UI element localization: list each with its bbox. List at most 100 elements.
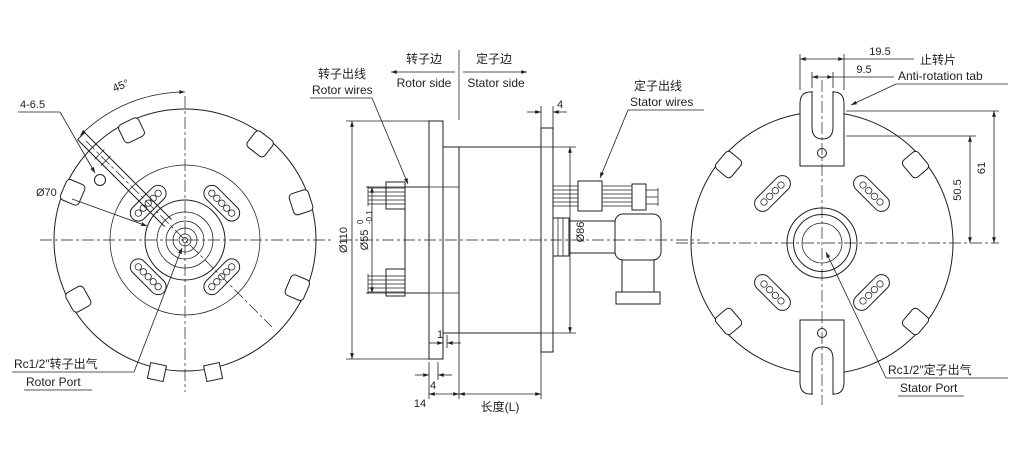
tab-slot-bottom (811, 346, 834, 395)
rotor-wires-leader (371, 97, 409, 185)
dim-61-label: 61 (976, 162, 988, 174)
elbow-fitting (552, 213, 662, 305)
wire-connector (385, 181, 406, 210)
rim-notch (901, 150, 930, 179)
fitting-ribs (557, 218, 564, 256)
air-pipe-line (77, 139, 165, 227)
rotor-wires-label-en: Rotor wires (312, 83, 373, 97)
rim-notch (284, 274, 311, 301)
stator-wires-label-cn: 定子出线 (634, 78, 682, 93)
dim-19-5-label: 19.5 (869, 46, 890, 58)
dim-50-5-label: 50.5 (952, 179, 964, 200)
tab-label-en: Anti-rotation tab (898, 69, 983, 83)
dim-dia110: Ø110 (338, 120, 429, 360)
fitting-pipe-vertical (621, 259, 655, 293)
dim-1: 1 (429, 329, 461, 348)
dia70-leader (71, 198, 148, 227)
dim-1-label: 1 (437, 329, 443, 341)
stator-port-leader (825, 251, 887, 379)
air-pipe-line (84, 132, 172, 220)
dim-9-5: 9.5 (811, 64, 894, 88)
wire-line (602, 185, 632, 207)
tab-leader (850, 83, 897, 106)
rim-notch (714, 307, 743, 336)
pin-slot (853, 274, 890, 311)
pin-slot (129, 258, 167, 296)
dim-length: 长度(L) (459, 333, 542, 414)
rim-notch (714, 150, 743, 179)
stator-side-label-en: Stator side (467, 76, 525, 90)
air-pipe-end-cap (77, 132, 85, 140)
pipe-collar-tick (94, 149, 105, 160)
angle-label-group: 45° (111, 78, 131, 95)
stator-port-label-cn: Rc1/2″定子出气 (888, 362, 972, 377)
fitting-nut (552, 217, 570, 257)
rim-notch (901, 307, 930, 336)
dia55-tol-lower: -0.1 (365, 210, 374, 224)
dia110-label: Ø110 (338, 227, 350, 253)
fitting-collar (615, 291, 661, 305)
wire-line (553, 185, 578, 207)
wire-connector (385, 268, 406, 297)
flange-hole (94, 174, 106, 186)
rotor-port-label-cn: Rc1/2″转子出气 (14, 356, 98, 371)
tab-label-cn: 止转片 (920, 52, 956, 67)
wire-connector (577, 180, 603, 212)
rim-notch (65, 285, 92, 313)
rim-notch (59, 179, 86, 206)
stator-wires-label-en: Stator wires (630, 95, 693, 109)
tab-slot-top (811, 91, 834, 140)
rim-notch (288, 189, 314, 216)
center-view: 转子边 Rotor side 定子边 Stator side 转子出线 Roto… (310, 50, 704, 414)
left-view: 45° 4-6.5 Ø70 Rc1/2″转子出气 Rotor Port (12, 78, 332, 392)
rotor-wires-label-cn: 转子出线 (318, 66, 366, 81)
dim-ext-line (428, 362, 439, 380)
rotor-wires (367, 181, 406, 297)
holes-label: 4-6.5 (20, 99, 45, 111)
holes-leader (59, 111, 96, 174)
dim-dia55: Ø55 0 -0.1 (356, 186, 405, 294)
dim-4: 4 (415, 362, 452, 392)
length-label: 长度(L) (481, 399, 520, 414)
dim-9-5-label: 9.5 (856, 64, 871, 76)
stator-wires-leader (599, 109, 629, 179)
rotor-side-label-cn: 转子边 (406, 51, 442, 66)
stator-wires (553, 180, 659, 212)
dim-ext-line (346, 120, 429, 360)
pin-slot (754, 175, 791, 212)
dim-ext-line (442, 335, 448, 348)
dim-14: 14 (414, 333, 460, 410)
rotor-side-label-en: Rotor side (397, 76, 452, 90)
pin-slot (853, 175, 890, 212)
dim-dia86: Ø86 (541, 146, 587, 334)
bottom-stub-tab (202, 361, 224, 383)
dim-ext-line (811, 72, 834, 88)
wire-line (646, 189, 658, 205)
bottom-stub-tab (146, 361, 168, 383)
dia86-label: Ø86 (575, 222, 587, 243)
dim-4-label: 4 (430, 380, 436, 392)
stator-port-label-en: Stator Port (900, 381, 958, 395)
rotor-port-leader (133, 247, 183, 373)
dim-61: 61 (846, 110, 999, 243)
wire-connector (631, 183, 647, 211)
centerline-diagonal (85, 140, 273, 328)
pin-slot (754, 274, 791, 311)
dia70-label: Ø70 (36, 187, 57, 199)
rim-notch (246, 130, 274, 158)
angle-dim-arc (80, 90, 186, 136)
dia55-label: Ø55 (359, 230, 371, 251)
dim-plate-4: 4 (527, 99, 567, 128)
pin-slot (203, 184, 241, 222)
dim-19-5: 19.5 (799, 46, 914, 90)
dim-ext-line (540, 106, 554, 128)
stator-side-label-cn: 定子边 (476, 51, 512, 66)
dim-50-5: 50.5 (846, 135, 976, 243)
dia55-tol-upper: 0 (356, 219, 365, 224)
rotor-port-label-en: Rotor Port (26, 375, 81, 389)
right-view: 19.5 9.5 止转片 Anti-rotation tab 61 50.5 R… (676, 46, 1008, 405)
angle-label: 45° (111, 78, 131, 95)
dim-14-label: 14 (414, 398, 426, 410)
